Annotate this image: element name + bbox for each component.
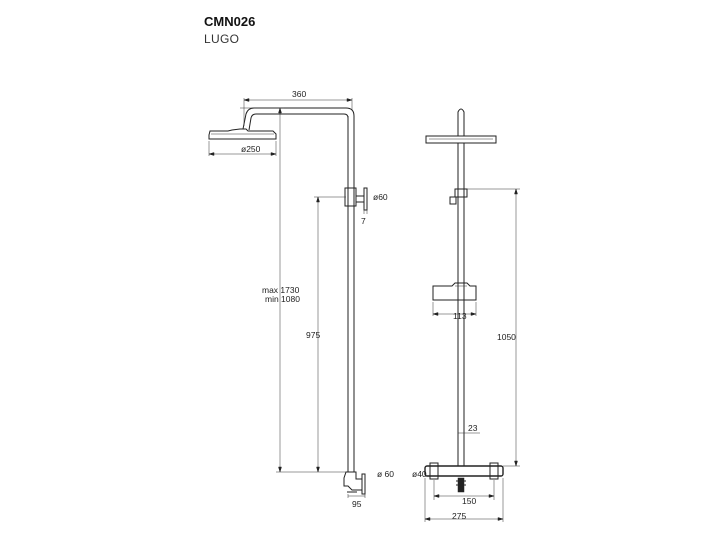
dim-360-label: 360 [292, 89, 306, 99]
dim-975-label: 975 [306, 330, 320, 340]
upper-outlet-front [454, 188, 468, 198]
dim-95-label: 95 [352, 499, 362, 509]
product-code: CMN026 [204, 14, 256, 29]
bottom-elbow-side [343, 471, 363, 491]
dim-23-label: 23 [468, 423, 478, 433]
dim-113-label: 113 [453, 311, 467, 321]
dim-offset-7-label: 7 [361, 216, 366, 226]
shower-arm-side [242, 107, 355, 130]
shower-arm-front [457, 108, 465, 136]
dim-1050-label: 1050 [497, 332, 516, 342]
dim-outlet-diameter-bottom-label: ø 60 [377, 469, 394, 479]
dim-height-min-label: min 1080 [265, 294, 300, 304]
handset-holder-front [432, 282, 477, 301]
dim-body-diameter-label: ø40 [412, 469, 427, 479]
dim-275-label: 275 [452, 511, 466, 521]
product-name: LUGO [204, 32, 240, 46]
front-view: 113 1050 23 ø40 150 275 [412, 108, 520, 522]
dim-height-max-label: max 1730 [262, 285, 300, 295]
thermostat-body-front [424, 465, 504, 477]
dim-150-label: 150 [462, 496, 476, 506]
shower-head-front [425, 135, 497, 144]
side-view: 360 ø250 ø60 7 max 1730 min 1080 975 ø 6… [208, 89, 394, 509]
shower-head-side [208, 128, 277, 140]
dim-head-diameter-label: ø250 [241, 144, 261, 154]
dim-outlet-diameter-top-label: ø60 [373, 192, 388, 202]
